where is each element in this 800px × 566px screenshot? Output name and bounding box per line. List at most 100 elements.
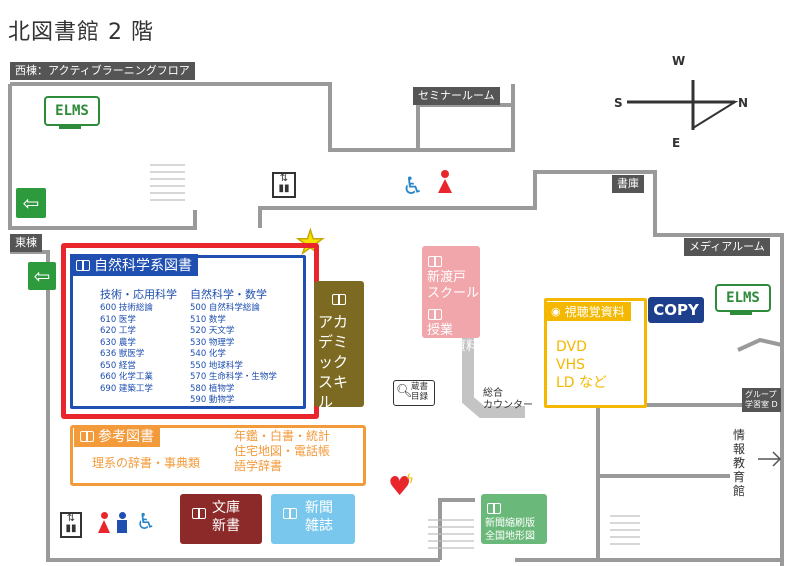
list-item: 610 医学 (100, 314, 136, 325)
list-item: 年鑑・白書・統計 (234, 429, 331, 443)
reference-label-tag: 参考図書 (74, 425, 160, 447)
list-item: 530 物理学 (190, 337, 235, 348)
copy-machine[interactable]: COPY (648, 297, 704, 323)
elms-stand-west (59, 126, 81, 129)
page-title: 北図書館 2 階 (8, 20, 154, 45)
newspaper-line1: 新聞 (305, 500, 333, 516)
zone-east-label: 東棟 (10, 234, 42, 252)
av-label-tag: ◉ 視聴覚資料 (545, 302, 631, 321)
catalog-line1: 蔵書 (411, 382, 429, 392)
compass-s: S (614, 96, 623, 110)
natsci-label-tag: 自然科学系図書 (70, 254, 198, 276)
bunko-shelf[interactable]: 文庫 新書 (180, 494, 262, 544)
book-icon (192, 503, 206, 522)
nitobe-line2: スクール (427, 286, 480, 301)
nitobe-line4: 必読資料 (427, 339, 480, 354)
emergency-exit-icon: ⇦ (16, 188, 46, 218)
bunko-line2: 新書 (212, 518, 240, 534)
search-icon: 🔍︎ (396, 384, 413, 399)
list-item: 636 獣医学 (100, 349, 145, 359)
male-restroom-icon (116, 512, 128, 540)
list-item: 660 化学工業 (100, 372, 153, 382)
list-item: 520 天文学 (190, 326, 235, 336)
elms-sign-media: ELMS (715, 284, 771, 312)
list-item: 住宅地図・電話帳 (234, 444, 331, 458)
zone-seminar-label: セミナールーム (413, 87, 500, 105)
natsci-col1-head: 技術・応用科学 (100, 288, 177, 301)
nitobe-line1: 新渡戸 (427, 270, 467, 285)
list-item: 690 建築工学 (100, 383, 153, 394)
joho-building-label: 情報教育館 (733, 428, 746, 498)
list-item: 570 生命科学・生物学 (190, 372, 277, 382)
book-icon (283, 503, 297, 522)
list-item: 620 工学 (100, 326, 136, 336)
zone-west-label: 西棟：アクティブラーニングフロア (10, 62, 195, 80)
list-item: 550 地球科学 (190, 360, 243, 371)
counter-line2: カウンター (483, 400, 533, 411)
female-restroom-icon (438, 170, 452, 198)
nitobe-school-shelf[interactable]: 新渡戸 スクール 授業 必読資料 (422, 246, 480, 354)
reduced-edition-shelf[interactable]: 新聞縮刷版 全国地形図 (481, 494, 547, 544)
reference-left: 理系の辞書・事典類 (92, 456, 201, 470)
reduced-line2: 全国地形図 (485, 531, 535, 542)
reduced-line1: 新聞縮刷版 (485, 518, 535, 529)
newspaper-line2: 雑誌 (305, 518, 333, 534)
natsci-label: 自然科学系図書 (94, 258, 192, 274)
counter-line1: 総合 (483, 388, 503, 399)
natsci-col2-list: 500 自然科学総論 510 数学 520 天文学 530 物理学 540 化学… (190, 303, 277, 407)
compass-w: W (672, 54, 686, 68)
academic-skill-shelf[interactable]: アカデミックスキル (314, 281, 364, 411)
list-item: 580 植物学 (190, 383, 235, 394)
list-item: VHS (556, 357, 585, 373)
list-item: 500 自然科学総論 (190, 303, 260, 313)
elms-stand-media (730, 312, 752, 315)
female-restroom-icon (98, 512, 110, 540)
catalog-terminal[interactable]: 🔍︎ 蔵書 目録 (393, 380, 435, 406)
arrow-right-icon (758, 451, 782, 467)
av-items: DVD VHS LD など (556, 338, 607, 392)
list-item: 510 数学 (190, 314, 226, 325)
nitobe-line3: 授業 (427, 323, 454, 338)
list-item: 600 技術総論 (100, 303, 153, 313)
list-item: 630 農学 (100, 337, 136, 348)
list-item: 650 経営 (100, 360, 136, 371)
elevator-icon: ⇅▮▮ (272, 172, 296, 198)
book-icon (428, 304, 480, 323)
bunko-line1: 文庫 (212, 500, 240, 516)
list-item: 590 動物学 (190, 395, 235, 405)
wheelchair-icon: ♿ (402, 172, 424, 200)
av-label: 視聴覚資料 (564, 305, 625, 319)
elevator-icon: ⇅▮▮ (60, 512, 82, 538)
lightning-icon: ϟ (406, 472, 414, 486)
book-icon (487, 498, 547, 517)
zone-media-label: メディアルーム (684, 238, 770, 256)
disc-icon: ◉ (551, 305, 561, 318)
aed-heart-icon: ♥ (388, 472, 412, 502)
wheelchair-icon: ♿ (136, 510, 156, 535)
elms-sign-west: ELMS (44, 96, 100, 126)
counter-label: 総合 カウンター (483, 388, 533, 412)
book-icon (80, 431, 94, 442)
zone-stack-label: 書庫 (612, 175, 644, 193)
book-icon (76, 260, 90, 271)
list-item: DVD (556, 339, 587, 355)
list-item: 語学辞書 (234, 459, 283, 473)
catalog-line2: 目録 (411, 392, 429, 402)
zone-group-label: グループ 学習室 D (742, 388, 781, 412)
compass-n: N (738, 96, 749, 110)
natsci-col2-head: 自然科学・数学 (190, 288, 267, 301)
reference-right: 年鑑・白書・統計 住宅地図・電話帳 語学辞書 (234, 429, 330, 474)
list-item: LD など (556, 375, 608, 391)
academic-skill-label: アカデミックスキル (318, 313, 349, 411)
list-item: 540 化学 (190, 349, 226, 359)
emergency-exit-icon: ⇦ (28, 262, 56, 290)
book-icon (314, 289, 364, 308)
compass-e: E (672, 136, 681, 150)
natsci-col1-list: 600 技術総論 610 医学 620 工学 630 農学 636 獣医学 65… (100, 303, 153, 395)
current-location-star-icon: ★ (295, 223, 325, 261)
reference-label: 参考図書 (98, 429, 154, 445)
compass-icon (627, 80, 739, 130)
newspaper-shelf[interactable]: 新聞 雑誌 (271, 494, 355, 544)
book-icon (428, 251, 480, 270)
natsci-shelf[interactable] (70, 255, 306, 409)
